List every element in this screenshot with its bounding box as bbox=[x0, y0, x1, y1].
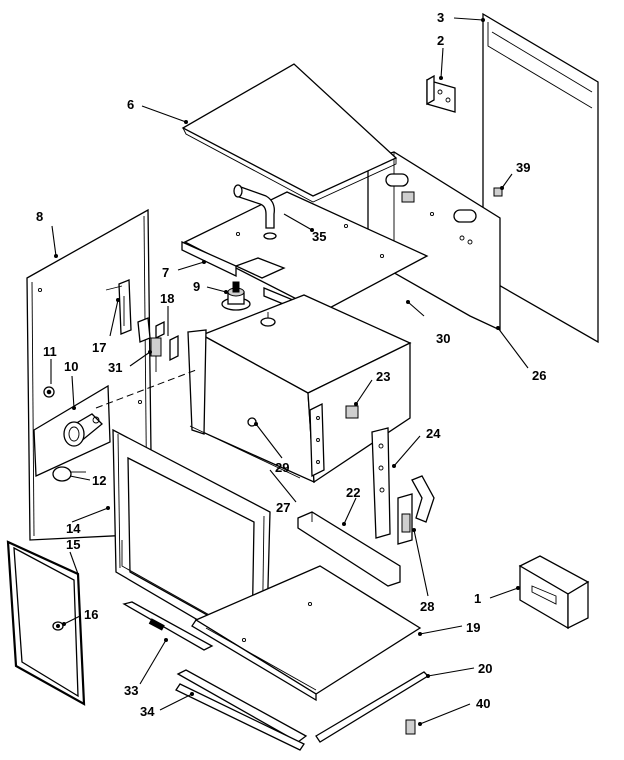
callout-24: 24 bbox=[426, 426, 441, 441]
part-19-bottom-panel bbox=[191, 565, 422, 702]
part-11-grommet bbox=[43, 386, 55, 398]
callout-10: 10 bbox=[64, 359, 78, 374]
callout-20: 20 bbox=[478, 661, 492, 676]
part-12-lamp-lens bbox=[52, 466, 86, 482]
part-33-bottom-trim bbox=[122, 601, 214, 651]
callout-12: 12 bbox=[92, 473, 106, 488]
callout-18: 18 bbox=[160, 291, 174, 306]
callout-labels: 3 2 6 39 8 35 7 9 18 17 30 31 11 10 26 2… bbox=[36, 10, 546, 719]
part-1-bracket bbox=[518, 555, 590, 630]
part-2-bracket bbox=[426, 74, 456, 113]
callout-34: 34 bbox=[140, 704, 155, 719]
callout-15: 15 bbox=[66, 537, 80, 552]
callout-27: 27 bbox=[276, 500, 290, 515]
callout-30: 30 bbox=[436, 331, 450, 346]
callout-14: 14 bbox=[66, 521, 81, 536]
part-39-clip bbox=[493, 187, 503, 197]
part-15-door-gasket bbox=[6, 540, 86, 706]
part-6-top-panel bbox=[181, 63, 398, 203]
part-34-kick-plate bbox=[175, 683, 305, 751]
callout-19: 19 bbox=[466, 620, 480, 635]
callout-33: 33 bbox=[124, 683, 138, 698]
part-24-mounting-strip bbox=[371, 427, 391, 539]
assembly-guide-line bbox=[95, 369, 197, 409]
callout-23: 23 bbox=[376, 369, 390, 384]
part-3-side-panel bbox=[482, 12, 599, 344]
callout-29: 29 bbox=[275, 460, 289, 475]
callout-39: 39 bbox=[516, 160, 530, 175]
part-26-rear-panel bbox=[367, 151, 501, 332]
part-10-lamp-housing bbox=[33, 384, 111, 477]
leader-lines bbox=[50, 17, 529, 725]
part-27-oven-liner bbox=[187, 294, 412, 484]
part-40-clip bbox=[405, 719, 416, 735]
callout-16: 16 bbox=[84, 607, 98, 622]
callout-28: 28 bbox=[420, 599, 434, 614]
callout-31: 31 bbox=[108, 360, 122, 375]
part-31-switch bbox=[150, 337, 162, 372]
callout-8: 8 bbox=[36, 209, 43, 224]
callout-22: 22 bbox=[346, 485, 360, 500]
callout-11: 11 bbox=[43, 344, 57, 359]
part-28-hinge bbox=[397, 475, 435, 545]
part-17-bracket bbox=[105, 279, 132, 335]
part-20-rail bbox=[176, 669, 430, 743]
callout-17: 17 bbox=[92, 340, 106, 355]
part-22-slide-rail bbox=[297, 511, 401, 587]
callout-26: 26 bbox=[532, 368, 546, 383]
part-16-clip bbox=[52, 621, 64, 631]
callout-2: 2 bbox=[437, 33, 444, 48]
callout-35: 35 bbox=[312, 229, 326, 244]
callout-1: 1 bbox=[474, 591, 481, 606]
callout-40: 40 bbox=[476, 696, 490, 711]
part-9-fan-assembly bbox=[221, 281, 251, 311]
callout-6: 6 bbox=[127, 97, 134, 112]
callout-3: 3 bbox=[437, 10, 444, 25]
callout-7: 7 bbox=[162, 265, 169, 280]
callout-9: 9 bbox=[193, 279, 200, 294]
leader-arrowheads bbox=[54, 18, 520, 726]
part-18-switch-bracket bbox=[137, 317, 179, 362]
part-35-vent-tube bbox=[233, 184, 277, 240]
